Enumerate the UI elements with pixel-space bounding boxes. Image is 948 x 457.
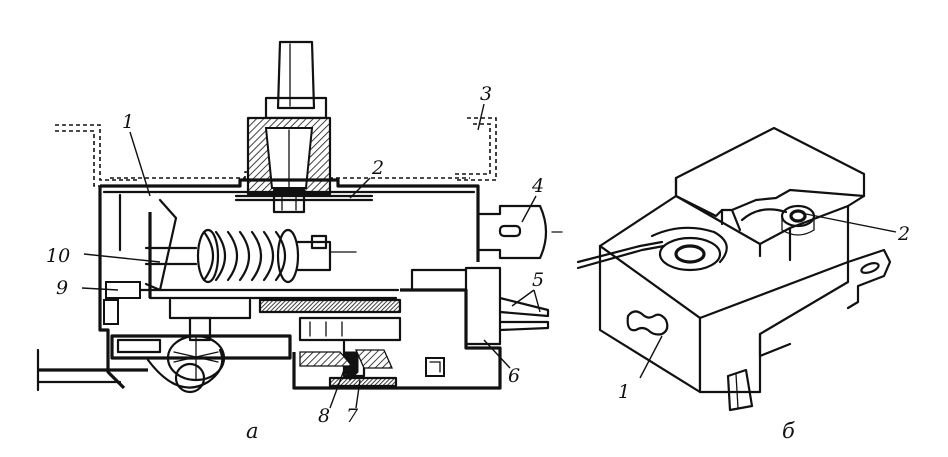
terminal-pin (476, 204, 563, 260)
bracket-outline-right (455, 117, 497, 181)
adjusting-spring (144, 228, 357, 284)
control-shaft (246, 40, 332, 214)
adjustment-slot (626, 310, 669, 336)
label-9-a: 9 (56, 277, 68, 299)
base-post (726, 368, 754, 412)
label-3-a: 3 (480, 83, 492, 105)
bellows-chamber (110, 316, 402, 388)
capillary-tube (36, 348, 224, 394)
label-2-b: 2 (897, 223, 910, 245)
label-5-a: 5 (532, 269, 544, 291)
callouts-panel-a: 1 2 3 4 5 6 7 8 9 10 а (46, 83, 544, 443)
terminal-block (464, 266, 502, 346)
label-2-a: 2 (371, 157, 384, 179)
panel-b-thermostat-view: 1 2 б (576, 126, 910, 443)
label-1-a: 1 (122, 111, 134, 133)
label-7-a: 7 (346, 405, 359, 427)
caption-b: б (782, 419, 795, 443)
label-10-a: 10 (46, 245, 70, 267)
thermostat-housing (98, 178, 502, 390)
contact-leads (498, 296, 550, 332)
diaphragm-plate (234, 194, 374, 202)
label-8-a: 8 (318, 405, 330, 427)
mounting-tab (846, 248, 892, 310)
capillary-coil (576, 208, 788, 272)
bracket-outline-left (55, 124, 140, 181)
lever-assembly (103, 198, 402, 325)
caption-a: а (246, 419, 259, 443)
label-1-b: 1 (618, 381, 630, 403)
panel-a-thermostat-section: 1 2 3 4 5 6 7 8 9 10 а (36, 40, 563, 443)
label-6-a: 6 (508, 365, 520, 387)
callouts-panel-b: 1 2 б (618, 213, 910, 443)
label-4-a: 4 (531, 175, 544, 197)
